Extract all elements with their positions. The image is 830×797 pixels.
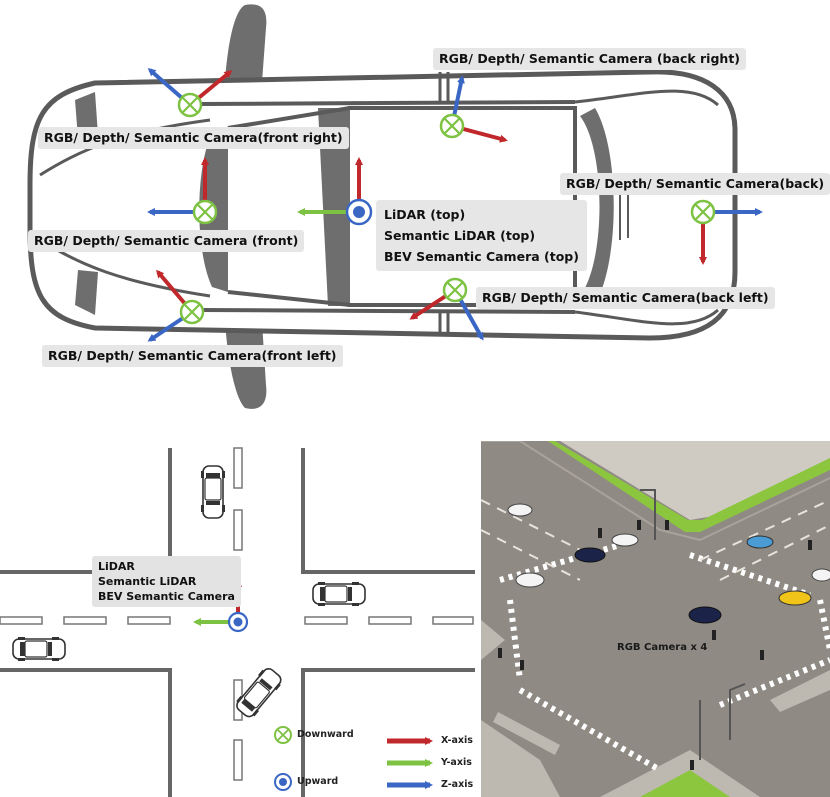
camera-back-left-axes: [409, 277, 484, 341]
label-camera-back: RGB/ Depth/ Semantic Camera(back): [560, 173, 830, 195]
legend-downward: Downward: [297, 729, 354, 740]
label-camera-front-right: RGB/ Depth/ Semantic Camera(front right): [38, 127, 349, 149]
camera-front-axes: [147, 157, 218, 225]
camera-front-right-axes: [147, 68, 233, 118]
label-intersection-line2: Semantic LiDAR: [98, 575, 197, 588]
label-lidar-top-line1: LiDAR (top): [384, 207, 466, 222]
label-rgb-camera-count: RGB Camera x 4: [617, 642, 708, 653]
label-lidar-top: LiDAR (top) Semantic LiDAR (top) BEV Sem…: [376, 200, 587, 271]
label-camera-back-left: RGB/ Depth/ Semantic Camera(back left): [476, 287, 775, 309]
downward-icon: [274, 726, 292, 744]
legend-x-axis: X-axis: [441, 735, 473, 746]
lidar-top-axes: [297, 157, 373, 226]
label-camera-front: RGB/ Depth/ Semantic Camera (front): [28, 230, 305, 252]
upward-icon: [274, 773, 292, 791]
label-intersection-line1: LiDAR: [98, 560, 135, 573]
label-lidar-top-line3: BEV Semantic Camera (top): [384, 249, 579, 264]
intersection-top-view: [0, 447, 475, 797]
legend: [274, 726, 433, 791]
label-intersection-line3: BEV Semantic Camera: [98, 590, 235, 603]
label-lidar-top-line2: Semantic LiDAR (top): [384, 228, 536, 243]
camera-back-axes: [690, 199, 763, 265]
scene-cars: [507, 503, 830, 624]
label-camera-front-left: RGB/ Depth/ Semantic Camera(front left): [42, 345, 343, 367]
label-camera-back-right: RGB/ Depth/ Semantic Camera (back right): [433, 48, 747, 70]
legend-upward: Upward: [297, 776, 339, 787]
intersection-3d-scene: [481, 441, 830, 797]
legend-y-axis: Y-axis: [441, 757, 472, 768]
camera-back-right-axes: [439, 75, 508, 143]
camera-front-left-axes: [147, 269, 205, 342]
legend-z-axis: Z-axis: [441, 779, 474, 790]
label-intersection-sensors: LiDAR Semantic LiDAR BEV Semantic Camera: [92, 556, 241, 607]
